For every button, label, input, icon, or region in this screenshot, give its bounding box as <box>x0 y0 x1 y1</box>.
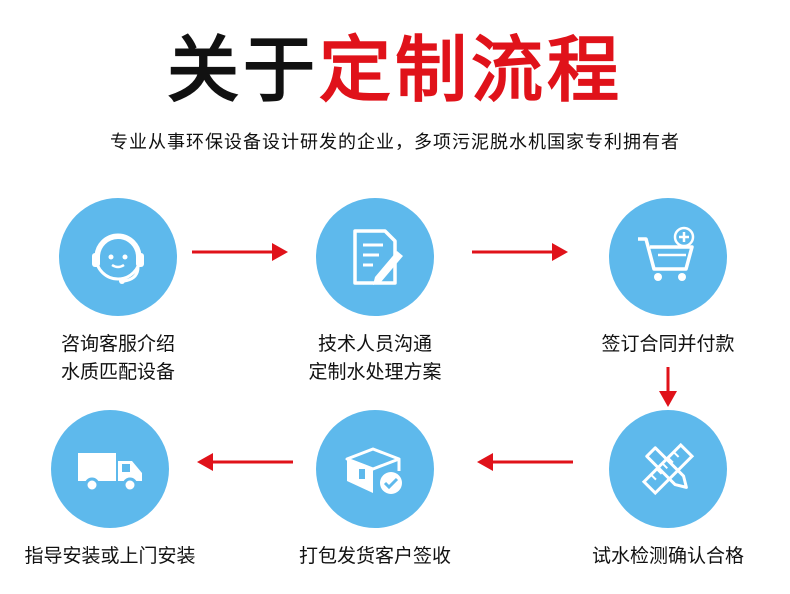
pencil-ruler-icon <box>641 442 695 496</box>
step-1-line2: 水质匹配设备 <box>60 361 175 383</box>
arrow-right-1 <box>192 243 288 261</box>
customer-service-icon <box>92 233 144 284</box>
step-2: 技术人员沟通 定制水处理方案 <box>265 198 485 386</box>
package-check-icon <box>345 447 402 494</box>
arrow-down <box>659 367 677 407</box>
delivery-truck-icon <box>78 453 142 493</box>
shopping-cart-icon <box>638 226 695 281</box>
step-1-circle <box>59 198 177 316</box>
step-2-circle <box>316 198 434 316</box>
step-2-label: 技术人员沟通 定制水处理方案 <box>265 330 485 386</box>
step-3-line1: 签订合同并付款 <box>601 333 735 355</box>
step-1: 咨询客服介绍 水质匹配设备 <box>8 198 228 386</box>
arrow-left-2 <box>197 453 293 471</box>
step-3: 签订合同并付款 <box>558 198 778 358</box>
step-5: 打包发货客户签收 <box>265 410 485 570</box>
step-5-label: 打包发货客户签收 <box>265 542 485 570</box>
arrow-left-1 <box>477 453 573 471</box>
title-black-part: 关于 <box>166 28 319 112</box>
step-2-line2: 定制水处理方案 <box>308 361 442 383</box>
step-6: 指导安装或上门安装 <box>0 410 220 570</box>
step-5-circle <box>316 410 434 528</box>
title-red-part: 定制流程 <box>319 28 624 112</box>
step-3-label: 签订合同并付款 <box>558 330 778 358</box>
step-1-label: 咨询客服介绍 水质匹配设备 <box>8 330 228 386</box>
arrow-right-2 <box>472 243 568 261</box>
step-4: 试水检测确认合格 <box>558 410 778 570</box>
step-1-line1: 咨询客服介绍 <box>60 333 175 355</box>
step-4-line1: 试水检测确认合格 <box>591 545 744 567</box>
step-6-circle <box>51 410 169 528</box>
step-4-circle <box>609 410 727 528</box>
page-title: 关于定制流程 <box>0 28 790 112</box>
step-4-label: 试水检测确认合格 <box>558 542 778 570</box>
page-subtitle: 专业从事环保设备设计研发的企业，多项污泥脱水机国家专利拥有者 <box>110 132 680 153</box>
step-2-line1: 技术人员沟通 <box>317 333 432 355</box>
step-5-line1: 打包发货客户签收 <box>298 545 451 567</box>
step-6-label: 指导安装或上门安装 <box>0 542 220 570</box>
step-6-line1: 指导安装或上门安装 <box>24 545 196 567</box>
document-edit-icon <box>353 229 403 285</box>
step-3-circle <box>609 198 727 316</box>
